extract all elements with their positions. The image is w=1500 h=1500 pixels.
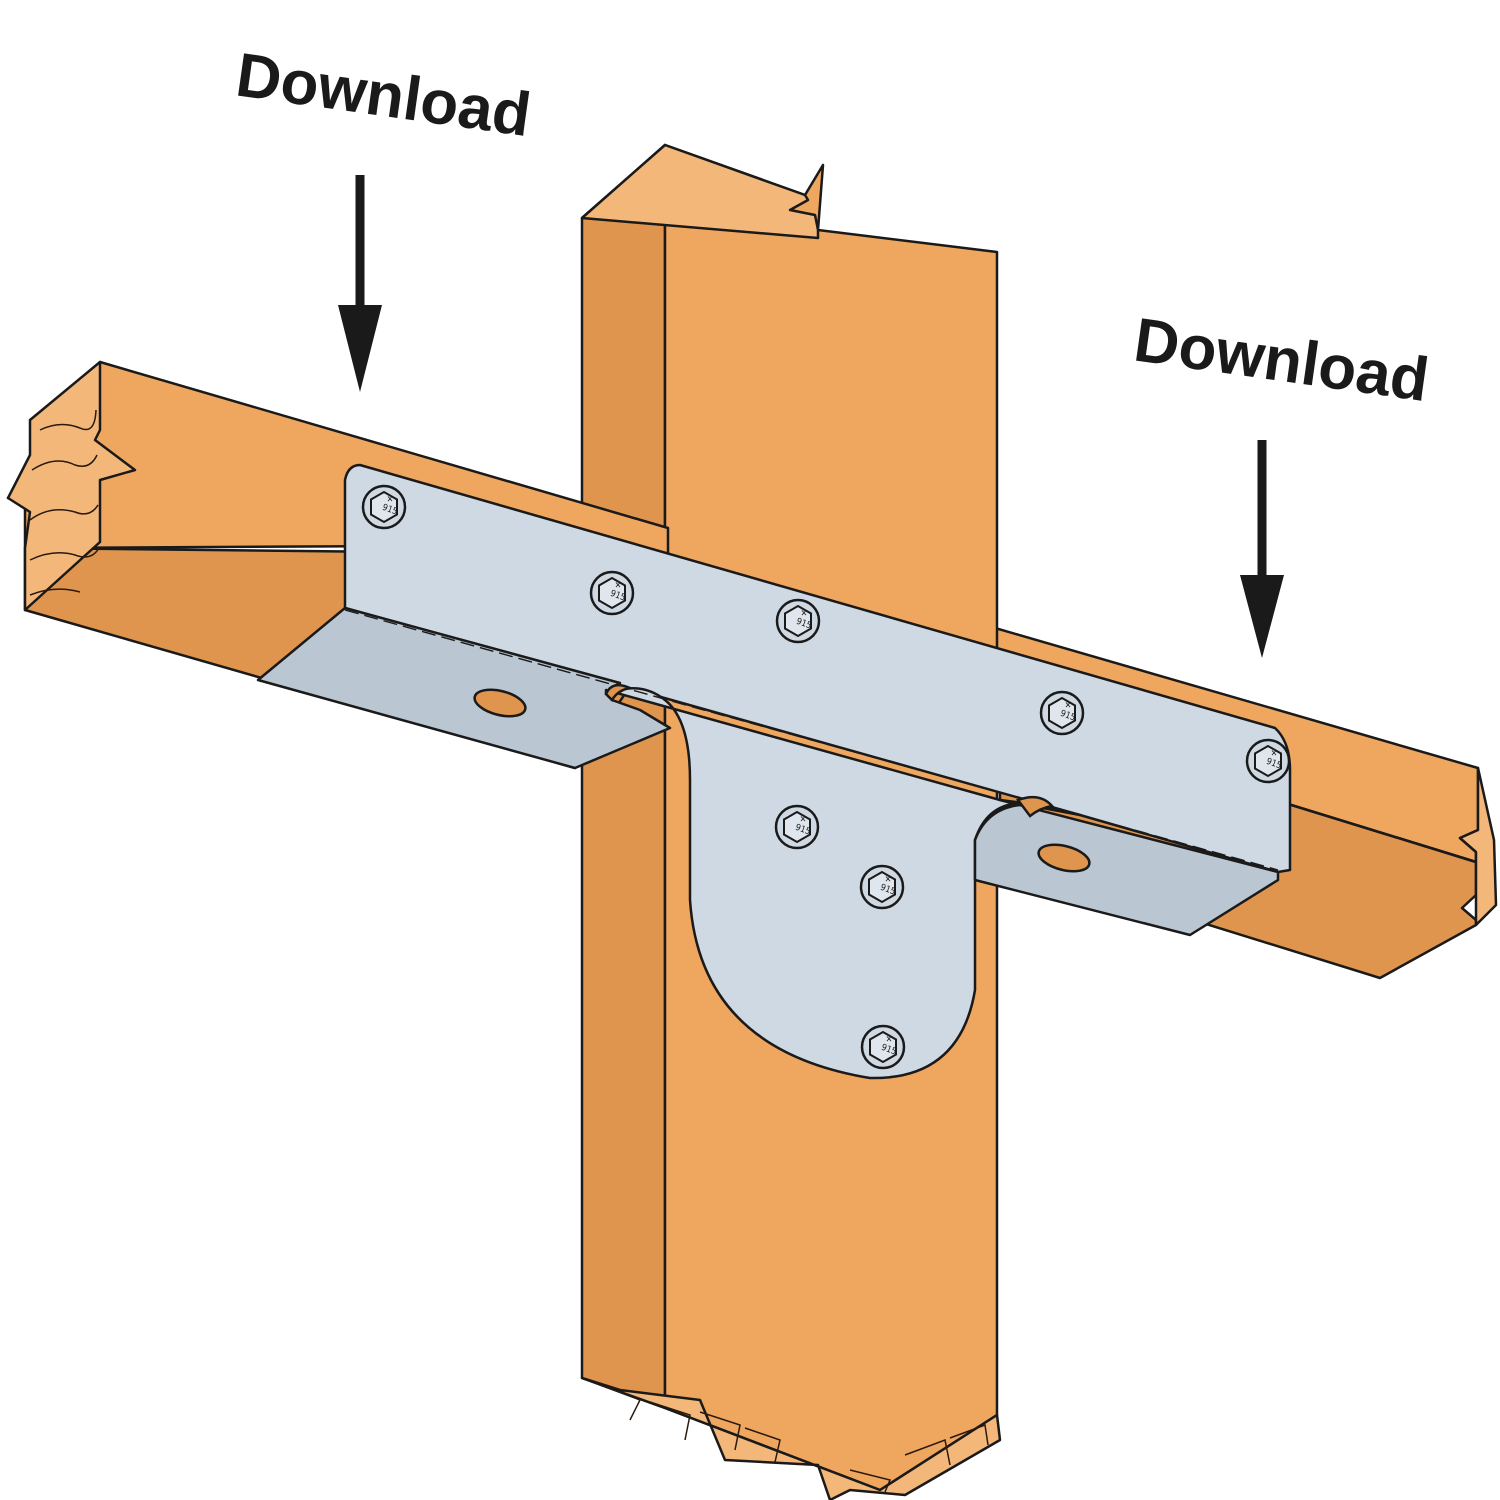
notch-right [1015,795,1055,818]
screw-marking: 915 [795,617,813,632]
screw-mark: ✕ [1065,701,1072,711]
screw-marking: 915 [880,1043,898,1058]
screw-marking: 915 [879,883,897,898]
steel-plate [256,463,1292,1080]
screw-head: ✕915 [860,1024,906,1070]
right-load-label: Download [1130,306,1433,416]
screw-marking: 915 [609,589,627,604]
beam-left-grain [29,409,100,596]
screw-head: ✕915 [1245,738,1291,784]
screw-head: ✕915 [1039,690,1085,736]
beam-right-end-face [1458,766,1498,927]
beam-right-end [1458,766,1498,927]
screw-head: ✕915 [361,484,407,530]
right-load-callout: Download [1130,306,1433,658]
screw-marking: 915 [381,503,399,518]
screw-mark: ✕ [886,1035,893,1045]
screw-marking: 915 [1059,709,1077,724]
screw-mark: ✕ [1271,749,1278,759]
slot-right [1037,843,1091,873]
left-load-label: Download [232,41,535,151]
screw-mark: ✕ [800,815,807,825]
post-side-face [580,143,667,1410]
left-load-callout: Download [232,41,535,392]
screw-mark: ✕ [885,875,892,885]
screw-marking: 915 [794,823,812,838]
screw-head: ✕915 [589,570,635,616]
post-bottom-grain [599,1384,989,1493]
plate-bend-line [344,609,1279,871]
screws-group: ✕915✕915✕915✕915✕915✕915✕915✕915 [361,484,1291,1070]
screw-mark: ✕ [615,581,622,591]
screw-mark: ✕ [801,609,808,619]
slot-left [473,688,527,718]
plate-slots [473,683,1091,873]
screw-mark: ✕ [387,495,394,505]
right-load-arrow-head [1240,575,1284,658]
screw-head: ✕915 [775,598,821,644]
screw-head: ✕915 [859,864,905,910]
screw-head: ✕915 [774,804,820,850]
beam-left-end-grain [6,360,137,612]
post-bottom-end [580,1376,1002,1500]
notch-left [604,683,635,703]
screw-marking: 915 [1265,757,1283,772]
left-load-arrow-head [338,305,382,392]
post-top-break [580,143,820,240]
